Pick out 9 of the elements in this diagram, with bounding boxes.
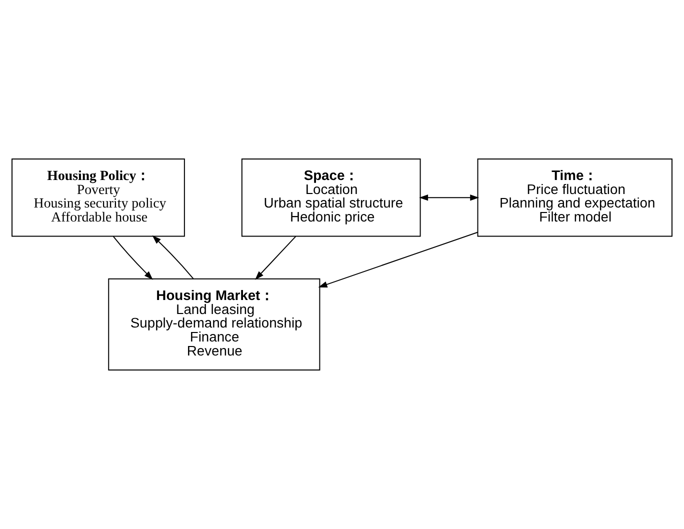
- arrow: [318, 232, 478, 288]
- arrow: [255, 236, 296, 280]
- arrow: [419, 194, 480, 201]
- node-box: Housing Market： Land leasing Supply-demand relationship Finance Revenue: [108, 278, 320, 371]
- node-box: Housing Policy： Poverty Housing security policy Affordable house: [12, 158, 185, 237]
- node-box: Time： Price fluctuation Planning and expectation Filter model: [477, 158, 672, 237]
- node-box: Space： Location Urban spatial structure Hedonic price: [241, 158, 421, 237]
- arrow: [112, 236, 153, 280]
- arrow: [152, 235, 194, 280]
